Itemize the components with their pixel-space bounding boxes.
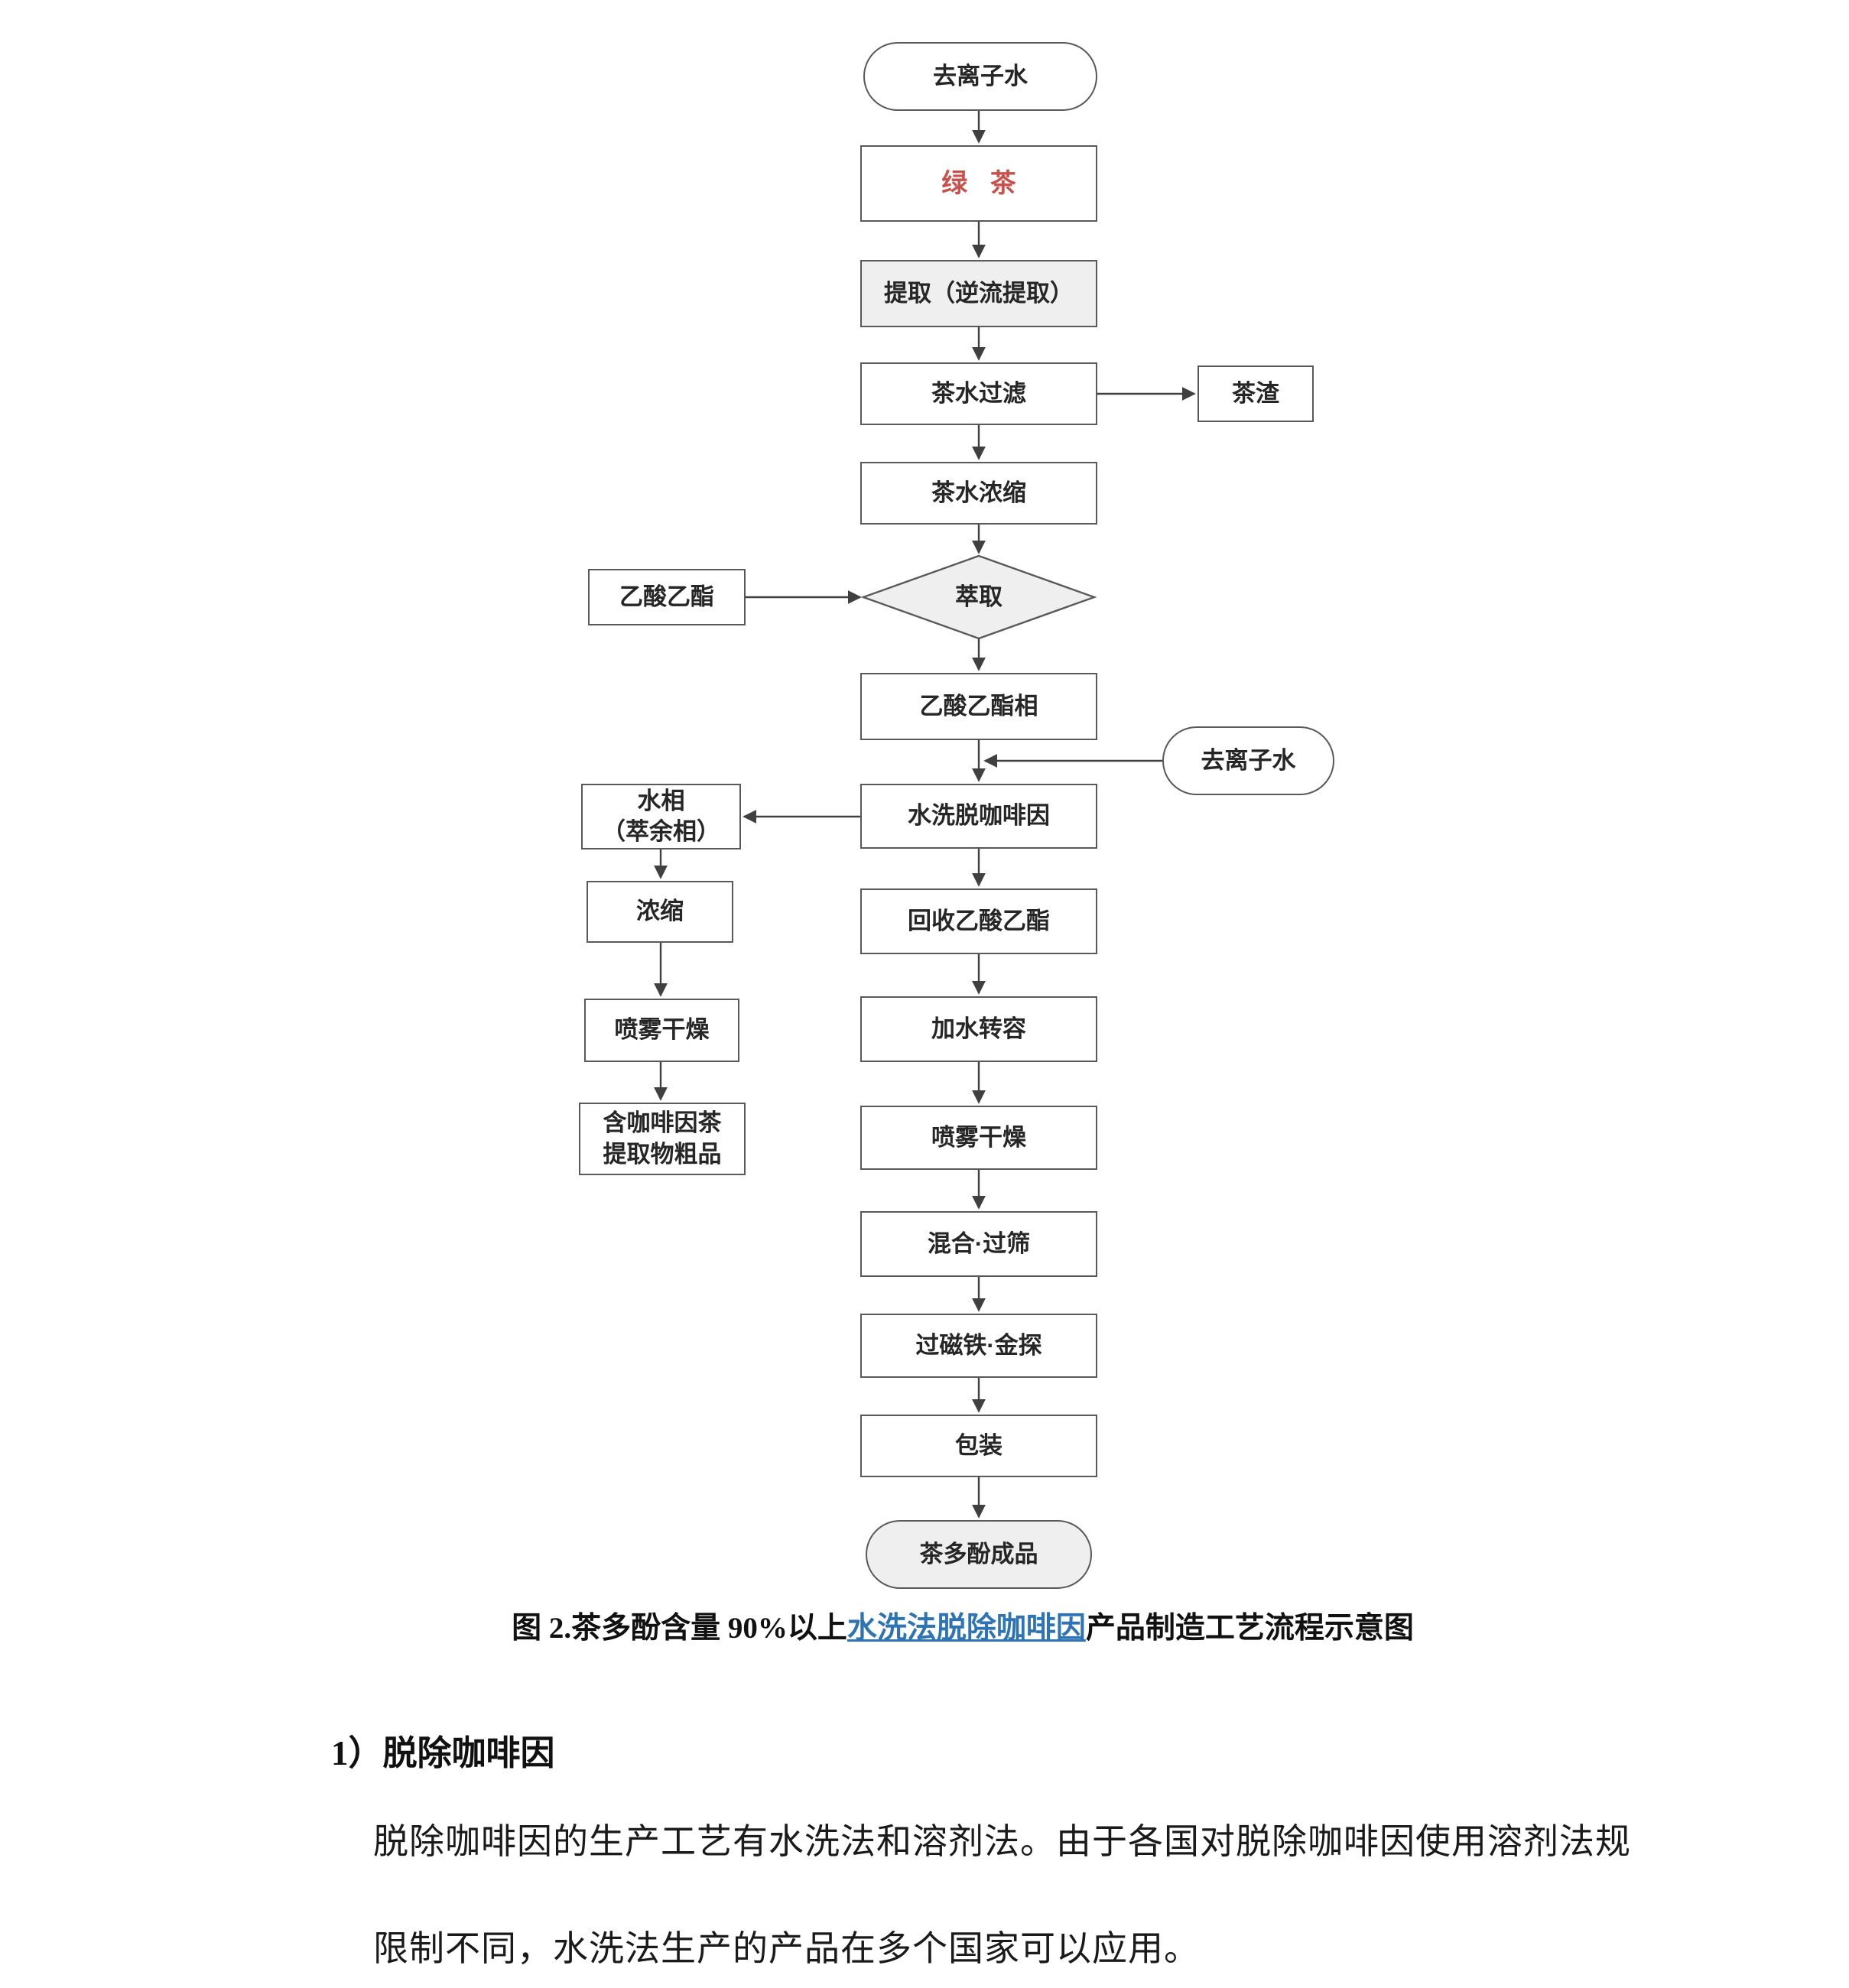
node-recover-ethyl-acetate: 回收乙酸乙酯 — [860, 888, 1097, 954]
node-green-tea: 绿 茶 — [860, 145, 1097, 222]
node-water-wash-decaffeination: 水洗脱咖啡因 — [860, 784, 1097, 849]
node-tea-filtration: 茶水过滤 — [860, 362, 1097, 425]
node-tea-polyphenol-product: 茶多酚成品 — [866, 1520, 1092, 1589]
caption-suffix: 产品制造工艺流程示意图 — [1085, 1612, 1414, 1645]
caption-prefix: 图 2.茶多酚含量 90%以上 — [512, 1612, 847, 1645]
flowchart-figure: 去离子水 绿 茶 提取（逆流提取） 茶水过滤 茶渣 茶水浓缩 萃取 乙酸乙酯 乙… — [579, 42, 1334, 1589]
node-deionized-water-top: 去离子水 — [863, 42, 1097, 111]
node-packaging: 包装 — [860, 1415, 1097, 1477]
paragraph-line-2: 限制不同，水洗法生产的产品在多个国家可以应用。 — [373, 1929, 1200, 1968]
node-deionized-water-right: 去离子水 — [1162, 726, 1334, 795]
node-crude-caffeinated-extract: 含咖啡因茶 提取物粗品 — [579, 1103, 746, 1175]
node-concentrate: 浓缩 — [587, 881, 733, 943]
flow-connectors — [654, 111, 1196, 1519]
node-water-phase-raffinate: 水相 （萃余相） — [581, 784, 741, 849]
section-heading: 1）脱除咖啡因 — [331, 1734, 555, 1772]
figure-caption: 图 2.茶多酚含量 90%以上水洗法脱除咖啡因产品制造工艺流程示意图 — [0, 1604, 1849, 1647]
caption-link-water-wash[interactable]: 水洗法脱除咖啡因 — [847, 1612, 1086, 1645]
node-extraction-countercurrent: 提取（逆流提取） — [860, 260, 1097, 327]
node-solvent-extraction-label: 萃取 — [955, 583, 1002, 610]
node-ethyl-acetate-phase: 乙酸乙酯相 — [860, 673, 1097, 740]
node-spray-dry-left: 喷雾干燥 — [584, 999, 739, 1062]
node-magnet-metal-detect: 过磁铁·金探 — [860, 1314, 1097, 1378]
paragraph-line-1: 脱除咖啡因的生产工艺有水洗法和溶剂法。由于各国对脱除咖啡因使用溶剂法规 — [373, 1822, 1631, 1861]
node-tea-concentration: 茶水浓缩 — [860, 462, 1097, 525]
node-mix-sieve: 混合·过筛 — [860, 1211, 1097, 1277]
node-add-water-transfer: 加水转容 — [860, 996, 1097, 1062]
node-ethyl-acetate: 乙酸乙酯 — [588, 569, 746, 625]
node-spray-dry-main: 喷雾干燥 — [860, 1106, 1097, 1170]
node-tea-residue: 茶渣 — [1197, 365, 1314, 422]
